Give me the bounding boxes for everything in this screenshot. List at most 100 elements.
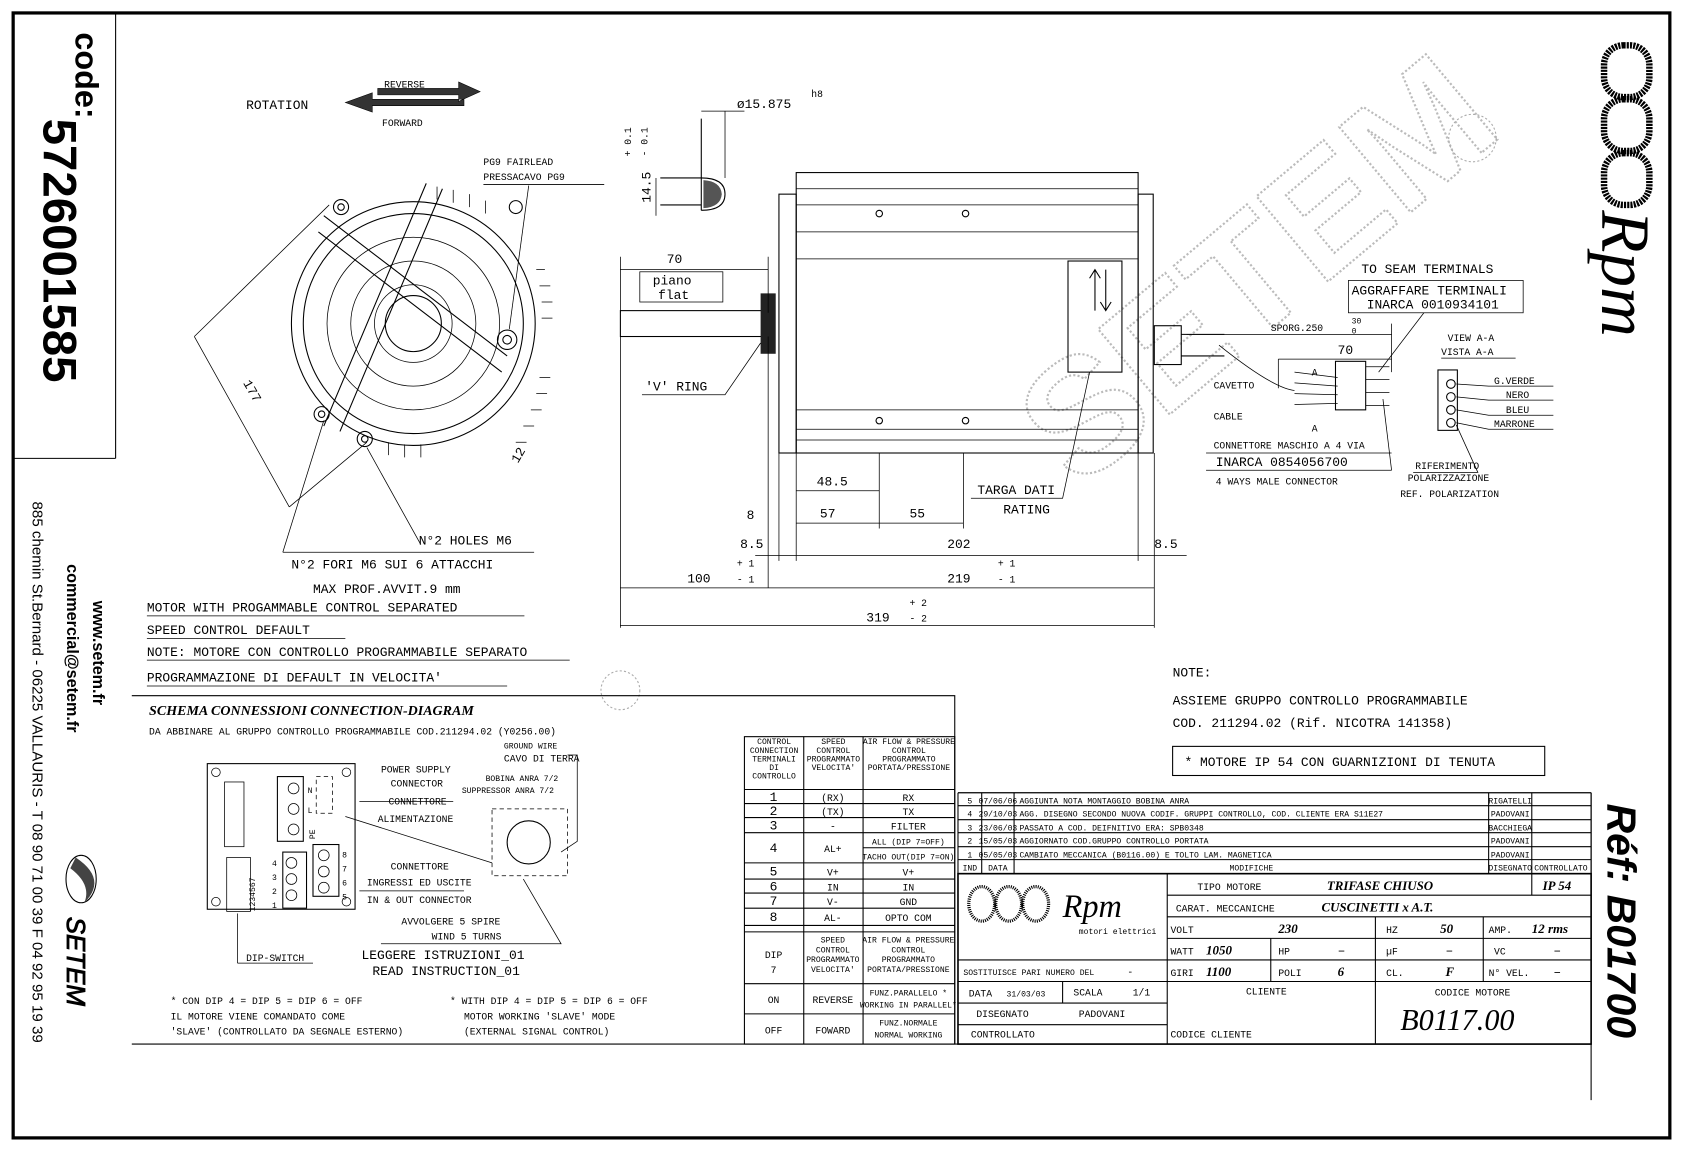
screw-icon <box>875 209 970 425</box>
terminal-number: 5 <box>770 864 778 879</box>
wind-en-label: WIND 5 TURNS <box>432 931 502 942</box>
sporg-tol-minus: 0 <box>1352 327 1357 336</box>
dim-57: 57 <box>820 507 836 522</box>
dim-202: 202 <box>947 537 970 552</box>
note-line: ASSIEME GRUPPO CONTROLLO PROGRAMMABILE <box>1173 693 1468 708</box>
holes-en-label: N°2 HOLES M6 <box>419 534 512 549</box>
pin-label: PE <box>309 829 318 839</box>
rotation-label: ROTATION <box>246 98 308 113</box>
airflow-value: TX <box>903 807 915 818</box>
bobina-label: BOBINA ANRA 7/2 <box>486 775 559 784</box>
dim-12: 12 <box>508 445 529 466</box>
dip-header: PROGRAMMATO <box>882 956 935 965</box>
amp-value: 12 rms <box>1532 921 1568 936</box>
note-title: NOTE: <box>1173 665 1212 680</box>
mod-drawn-by: RIGATELLI <box>1488 798 1532 807</box>
drawing-frame <box>11 11 1672 1140</box>
contact-panel: 885 chemin St.Bernard - 06225 VALLAURIS … <box>29 502 107 1043</box>
poli-label: POLI <box>1278 968 1301 979</box>
dim-177: 177 <box>239 377 264 405</box>
pin-label: 6 <box>342 880 347 889</box>
connection-diagram-title: SCHEMA CONNESSIONI CONNECTION-DIAGRAM <box>149 704 474 719</box>
key-tol-minus: - 0.1 <box>639 127 650 156</box>
dim-100: 100 <box>687 571 710 586</box>
wire-label: G.VERDE <box>1494 376 1535 387</box>
dim-48-5: 48.5 <box>817 474 848 489</box>
dip-note-en: MOTOR WORKING 'SLAVE' MODE <box>464 1011 615 1022</box>
connector-it-label: CONNETTORE MASCHIO A 4 VIA <box>1214 441 1365 452</box>
hp-value: – <box>1338 944 1346 959</box>
reverse-label: REVERSE <box>384 79 425 90</box>
uf-value: – <box>1446 944 1454 959</box>
wind-it-label: AVVOLGERE 5 SPIRE <box>401 916 500 927</box>
scala-value: 1/1 <box>1133 988 1151 999</box>
tol-319-plus: + 2 <box>909 598 927 609</box>
tol-319-minus: - 2 <box>909 613 927 624</box>
mod-index: 4 <box>967 810 972 819</box>
power-terminal-block <box>276 776 304 842</box>
terminal-number: 3 <box>770 818 778 833</box>
dip-header: PROGRAMMATO <box>806 956 859 965</box>
flat-text: flat <box>658 288 689 303</box>
dip-note-it: 'SLAVE' (CONTROLLATO DA SEGNALE ESTERNO) <box>171 1026 404 1037</box>
table-header: PORTATA/PRESSIONE <box>868 764 951 773</box>
terminal-number: 6 <box>770 879 778 894</box>
pin-label: N <box>308 787 313 796</box>
giri-label: GIRI <box>1170 968 1193 979</box>
rotation-arrow-icon <box>1089 268 1112 312</box>
hp-label: HP <box>1278 947 1290 958</box>
rotation-indicator: ROTATION REVERSE FORWARD <box>246 79 481 129</box>
airflow-value: V+ <box>903 867 915 878</box>
mod-index: 1 <box>967 851 972 860</box>
forward-label: FORWARD <box>382 118 423 129</box>
terminal-table: CONTROLCONNECTIONTERMINALIDICONTROLLOSPE… <box>743 736 956 1045</box>
key-height: 14.5 <box>640 172 655 203</box>
note-line: COD. 211294.02 (Rif. NICOTRA 141358) <box>1173 716 1452 731</box>
data-value: 31/03/03 <box>1007 991 1046 1000</box>
airflow-value: FILTER <box>891 821 926 832</box>
speed-control-value: V- <box>827 897 839 908</box>
mod-date: 15/05/03 <box>978 837 1017 846</box>
v-ring-label: 'V' RING <box>645 379 707 394</box>
speed-control-value: (RX) <box>821 793 844 804</box>
controllato-label: CONTROLLATO <box>971 1030 1035 1041</box>
rating-plate <box>1067 260 1123 373</box>
dip-note-en: (EXTERNAL SIGNAL CONTROL) <box>464 1026 609 1037</box>
codice-motore-value: B0117.00 <box>1400 1003 1514 1037</box>
mod-description: PASSATO A COD. DEIFNITIVO ERA: SPB0348 <box>1019 825 1203 834</box>
website-link[interactable]: www.setem.fr <box>89 600 107 706</box>
io-ingressi-label: INGRESSI ED USCITE <box>367 878 472 889</box>
mod-index: 5 <box>967 798 972 807</box>
table-header: TERMINALI <box>752 755 796 764</box>
dip-numbers: 1234567 <box>249 877 258 911</box>
mod-header: IND <box>963 864 978 873</box>
terminal-number: 8 <box>770 910 778 925</box>
note-line: SPEED CONTROL DEFAULT <box>147 623 310 638</box>
suppressor-label: SUPPRESSOR ANRA 7/2 <box>462 787 554 796</box>
mod-header: DISEGNATO <box>1488 864 1532 873</box>
terminal-number: 2 <box>770 804 778 819</box>
mod-date: 07/06/06 <box>978 798 1017 807</box>
note-line: MOTOR WITH PROGAMMABLE CONTROL SEPARATED <box>147 601 458 616</box>
airflow-value: TACHO OUT(DIP 7=ON) <box>862 854 954 863</box>
pin-label: 1 <box>272 902 277 911</box>
dip-note-en: * WITH DIP 4 = DIP 5 = DIP 6 = OFF <box>450 996 648 1007</box>
connector-end-view-icon <box>1437 369 1458 431</box>
dip-state: ON <box>768 995 780 1006</box>
giri-value: 1100 <box>1206 964 1232 979</box>
dip-mode: FUNZ.NORMALE <box>879 1020 937 1029</box>
mod-description: AGGIORNATO COD.GRUPPO CONTROLLO PORTATA <box>1019 837 1208 846</box>
pg9-pressacavo-label: PRESSACAVO PG9 <box>483 172 565 183</box>
email-link[interactable]: commercial@setem.fr <box>63 564 81 733</box>
nvel-label: N° VEL. <box>1489 968 1530 979</box>
table-header: CONTROLLO <box>752 773 796 782</box>
mod-drawn-by: PADOVANI <box>1491 810 1530 819</box>
mod-description: AGG. DISEGNO SECONDO NUOVA CODIF. GRUPPI… <box>1019 810 1383 819</box>
mod-description: CAMBIATO MECCANICA (B0116.00) E TOLTO LA… <box>1019 851 1271 860</box>
vc-label: VC <box>1494 947 1506 958</box>
dip-header: AIR FLOW & PRESSURE <box>862 937 954 946</box>
cable-dim-70: 70 <box>1338 343 1354 358</box>
motor-notes: MOTOR WITH PROGAMMABLE CONTROL SEPARATED… <box>147 601 570 687</box>
